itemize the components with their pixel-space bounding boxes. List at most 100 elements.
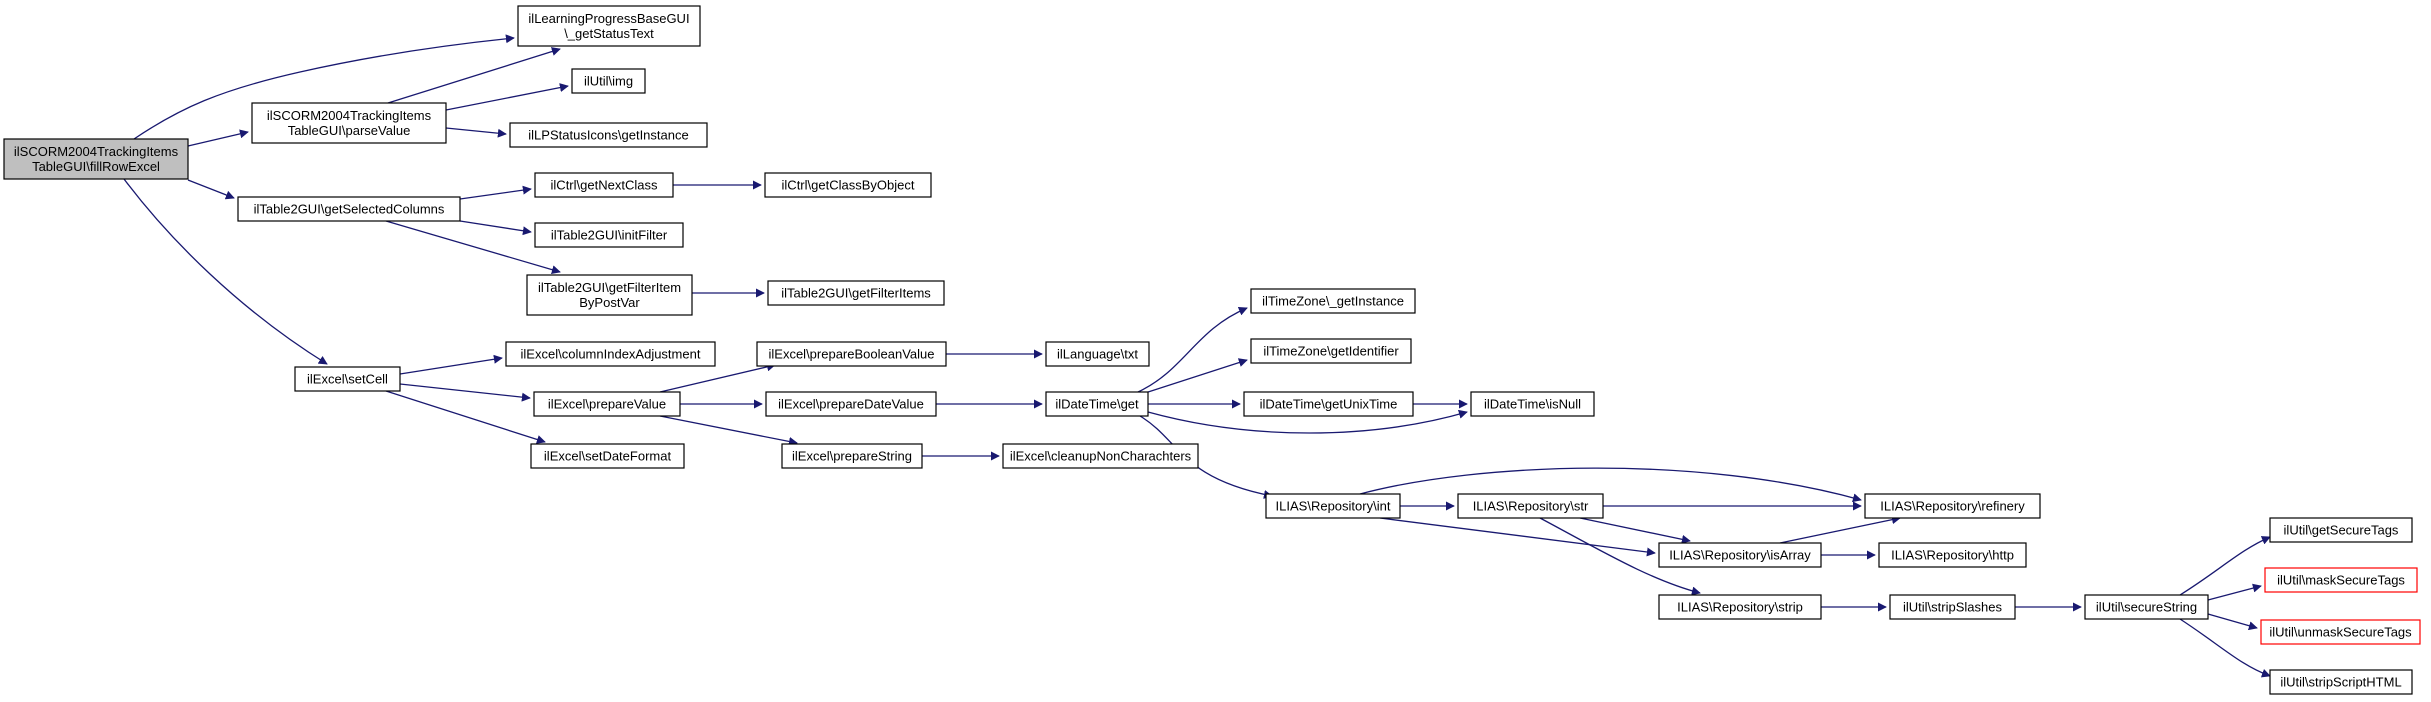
node-repoStr[interactable]: ILIAS\Repository\str [1457, 493, 1604, 519]
node-getStatusText[interactable]: ilLearningProgressBaseGUI\_getStatusText [517, 5, 701, 47]
node-layer: ilSCORM2004TrackingItemsTableGUI\fillRow… [3, 5, 2421, 695]
edge-arrow [385, 220, 561, 275]
node-isNull[interactable]: ilDateTime\isNull [1470, 391, 1595, 417]
node-unmaskSecureTags[interactable]: ilUtil\unmaskSecureTags [2260, 619, 2421, 645]
node-box [1470, 391, 1595, 417]
edge-repoInt-to-refinery [1359, 467, 1862, 503]
node-label: TableGUI\parseValue [288, 123, 411, 138]
node-box [765, 391, 937, 417]
node-box [1658, 594, 1822, 620]
node-parseValue[interactable]: ilSCORM2004TrackingItemsTableGUI\parseVa… [251, 102, 447, 144]
node-label: ilExcel\setDateFormat [544, 449, 672, 464]
node-label: ilSCORM2004TrackingItems [14, 144, 179, 159]
edge-fillRowExcel-to-parseValue [187, 129, 249, 147]
edge-arrow [399, 354, 503, 375]
edge-arrow [659, 415, 798, 446]
node-box [1250, 338, 1412, 364]
node-getFilterItems[interactable]: ilTable2GUI\getFilterItems [767, 280, 945, 306]
node-box [526, 274, 693, 316]
node-http[interactable]: ILIAS\Repository\http [1878, 542, 2027, 568]
node-box [756, 341, 947, 367]
node-label: ilSCORM2004TrackingItems [267, 108, 432, 123]
node-setCell[interactable]: ilExcel\setCell [294, 366, 401, 392]
node-getNextClass[interactable]: ilCtrl\getNextClass [534, 172, 674, 198]
node-label: ilCtrl\getNextClass [551, 178, 658, 193]
edge-dtGet-to-isNull [1147, 409, 1468, 434]
node-stripSlashes[interactable]: ilUtil\stripSlashes [1889, 594, 2016, 620]
edge-arrow [2207, 583, 2262, 601]
node-getIdentifier[interactable]: ilTimeZone\getIdentifier [1250, 338, 1412, 364]
edge-setCell-to-setDateFormat [385, 390, 546, 444]
node-label: ILIAS\Repository\http [1891, 548, 2014, 563]
node-setDateFormat[interactable]: ilExcel\setDateFormat [530, 443, 685, 469]
node-img[interactable]: ilUtil\img [571, 68, 646, 94]
node-box [764, 172, 932, 198]
node-box [2084, 594, 2209, 620]
node-box [1045, 341, 1150, 367]
edge-arrow [2179, 618, 2271, 678]
node-prepareValue[interactable]: ilExcel\prepareValue [533, 391, 681, 417]
node-label: ilUtil\unmaskSecureTags [2269, 625, 2412, 640]
edge-arrow [385, 390, 546, 444]
edge-parseValue-to-lpGetInstance [445, 127, 507, 138]
node-initFilter[interactable]: ilTable2GUI\initFilter [534, 222, 684, 248]
node-label: ilDateTime\get [1055, 397, 1139, 412]
edge-secureString-to-maskSecureTags [2207, 583, 2262, 601]
node-getUnixTime[interactable]: ilDateTime\getUnixTime [1243, 391, 1414, 417]
node-getClassByObject[interactable]: ilCtrl\getClassByObject [764, 172, 932, 198]
edge-arrow [1359, 467, 1862, 503]
node-label: ilTable2GUI\getSelectedColumns [254, 202, 445, 217]
edge-arrow [133, 34, 515, 140]
node-lpGetInstance[interactable]: ilLPStatusIcons\getInstance [509, 122, 708, 148]
edge-secureString-to-unmaskSecureTags [2207, 613, 2258, 631]
node-stripScriptHTML[interactable]: ilUtil\stripScriptHTML [2269, 669, 2413, 695]
edge-arrow [387, 47, 561, 104]
node-columnIndexAdjustment[interactable]: ilExcel\columnIndexAdjustment [505, 341, 716, 367]
node-getSelectedColumns[interactable]: ilTable2GUI\getSelectedColumns [237, 196, 461, 222]
node-secureString[interactable]: ilUtil\secureString [2084, 594, 2209, 620]
node-box [1878, 542, 2027, 568]
edge-repoInt-to-isArray [1379, 517, 1656, 557]
node-label: ilExcel\prepareValue [548, 397, 666, 412]
node-label: ilDateTime\isNull [1484, 397, 1581, 412]
edge-arrow [1539, 517, 1701, 596]
node-label: ilTable2GUI\getFilterItems [781, 286, 931, 301]
node-isArray[interactable]: ILIAS\Repository\isArray [1658, 542, 1822, 568]
node-label: ILIAS\Repository\str [1473, 499, 1589, 514]
edge-arrow [459, 185, 532, 200]
node-box [571, 68, 646, 94]
node-box [294, 366, 401, 392]
node-maskSecureTags[interactable]: ilUtil\maskSecureTags [2264, 567, 2418, 593]
node-box [237, 196, 461, 222]
node-box [505, 341, 716, 367]
node-label: ilLPStatusIcons\getInstance [528, 128, 688, 143]
edge-layer [123, 34, 2271, 678]
edge-secureString-to-stripScriptHTML [2179, 618, 2271, 678]
edge-arrow [187, 129, 249, 147]
node-label: ilTable2GUI\initFilter [551, 228, 668, 243]
node-txt[interactable]: ilLanguage\txt [1045, 341, 1150, 367]
node-label: \_getStatusText [564, 26, 654, 41]
edge-repoStr-to-isArray [1579, 517, 1691, 544]
node-cleanupNonCharachters[interactable]: ilExcel\cleanupNonCharachters [1002, 443, 1199, 469]
node-strip[interactable]: ILIAS\Repository\strip [1658, 594, 1822, 620]
node-prepareBooleanValue[interactable]: ilExcel\prepareBooleanValue [756, 341, 947, 367]
node-prepareString[interactable]: ilExcel\prepareString [781, 443, 923, 469]
edge-arrow [659, 362, 776, 393]
node-repoInt[interactable]: ILIAS\Repository\int [1265, 493, 1401, 519]
edge-repoStr-to-strip [1539, 517, 1701, 596]
node-label: ilExcel\prepareString [792, 449, 912, 464]
node-label: ilTimeZone\_getInstance [1262, 294, 1404, 309]
edge-dtGet-to-tzGetInstance [1137, 307, 1248, 393]
node-prepareDateValue[interactable]: ilExcel\prepareDateValue [765, 391, 937, 417]
node-label: TableGUI\fillRowExcel [32, 159, 160, 174]
node-refinery[interactable]: ILIAS\Repository\refinery [1864, 493, 2041, 519]
node-fillRowExcel[interactable]: ilSCORM2004TrackingItemsTableGUI\fillRow… [3, 138, 189, 180]
node-getSecureTags[interactable]: ilUtil\getSecureTags [2269, 517, 2413, 543]
edge-arrow [1137, 307, 1248, 393]
node-box [1002, 443, 1199, 469]
node-tzGetInstance[interactable]: ilTimeZone\_getInstance [1250, 288, 1416, 314]
node-dtGet[interactable]: ilDateTime\get [1045, 391, 1149, 417]
